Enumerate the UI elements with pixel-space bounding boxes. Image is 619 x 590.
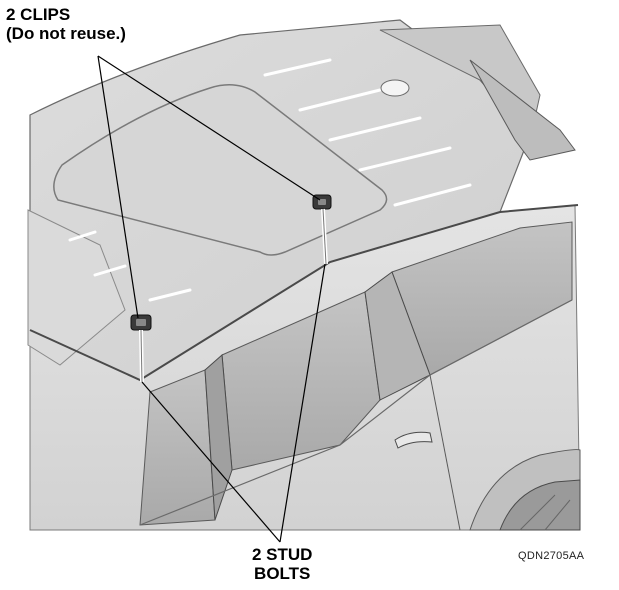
roof-drip-rail [29,204,579,382]
stud-bolts-callout-line1: 2 STUD [252,545,313,564]
stud-bolts-callout: 2 STUD BOLTS [252,545,313,583]
body-crease-line [139,299,573,526]
leader-clip-front [97,55,139,319]
stud-bolts-callout-line2: BOLTS [254,563,311,583]
sunroof-panel [53,84,388,256]
front-roof-glass [27,209,126,366]
rear-spoiler [469,59,576,161]
roof-ridges [68,58,472,302]
clips-callout-line2: (Do not reuse.) [6,23,126,43]
leader-clip-rear [97,55,321,201]
clips-callout-line1: 2 CLIPS [6,5,71,24]
antenna-fin [380,79,410,97]
door-handle [394,431,433,449]
rear-wheel [469,449,581,531]
rear-door-seam [429,374,461,531]
leader-bolt-rear [279,263,326,543]
stud-bolt-front [139,329,144,383]
figure-code: QDN2705AA [518,550,585,562]
stud-bolt-rear [321,208,328,265]
leader-lines [97,55,326,543]
leader-bolt-front [141,381,281,543]
clip-front [130,314,152,331]
clips-callout: 2 CLIPS (Do not reuse.) [6,5,126,43]
